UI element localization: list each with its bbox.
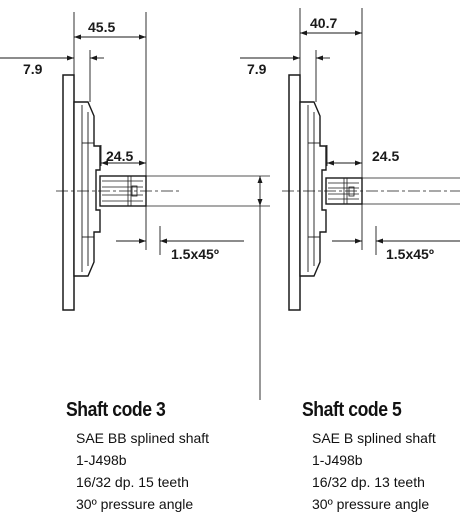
dim-chamfer: 1.5x45º — [386, 246, 434, 262]
hub-body — [299, 101, 327, 277]
spec-line: 1-J498b — [312, 452, 363, 468]
spec-lines: SAE B splined shaft 1-J498b 16/32 dp. 13… — [308, 428, 460, 519]
spec-card-code-3: Shaft code 3 SAE BB splined shaft 1-J498… — [62, 398, 250, 519]
spec-line: 16/32 dp. 15 teeth — [76, 474, 189, 490]
spec-line: SAE B splined shaft — [312, 430, 436, 446]
dim-overall: 45.5 — [88, 19, 115, 35]
dimension-labels-code-5: 40.7 7.9 24.5 1.5x45º — [247, 15, 434, 262]
spec-line: 30º pressure angle — [76, 496, 194, 512]
dimension-labels-code-3: 45.5 7.9 24.5 1.5x45º — [23, 19, 219, 262]
dim-overall: 40.7 — [310, 15, 337, 31]
spec-card-code-5: Shaft code 5 SAE B splined shaft 1-J498b… — [298, 398, 460, 519]
spec-line: 16/32 dp. 13 teeth — [312, 474, 425, 490]
flange-plate — [62, 74, 75, 311]
hub-body — [73, 101, 101, 277]
spec-line: 1-J498b — [76, 452, 127, 468]
dim-chamfer: 1.5x45º — [171, 246, 219, 262]
dim-spline: 24.5 — [106, 148, 133, 164]
spec-lines: SAE BB splined shaft 1-J498b 16/32 dp. 1… — [72, 428, 250, 519]
dim-flange: 7.9 — [23, 61, 43, 77]
spec-line: 30º pressure angle — [312, 496, 430, 512]
dim-spline: 24.5 — [372, 148, 399, 164]
shaft-view-code-5 — [240, 8, 460, 311]
shaft-code-title: Shaft code 3 — [66, 399, 166, 421]
shaft-view-code-3 — [0, 12, 270, 400]
shaft-code-title: Shaft code 5 — [302, 399, 402, 421]
flange-plate — [288, 74, 301, 311]
spec-line: SAE BB splined shaft — [76, 430, 210, 446]
dim-flange: 7.9 — [247, 61, 267, 77]
